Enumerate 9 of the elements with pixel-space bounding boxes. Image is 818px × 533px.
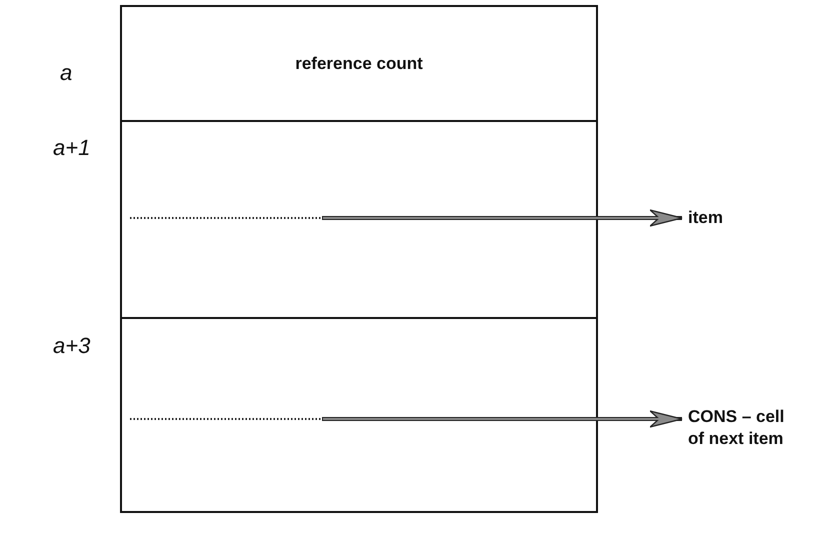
address-label: a+3 <box>53 333 90 359</box>
pointer-arrow <box>130 209 683 227</box>
memory-block <box>120 5 598 513</box>
address-label: a <box>60 60 72 86</box>
address-label: a+1 <box>53 135 90 161</box>
pointer-target-label: item <box>688 207 758 229</box>
cell-label: reference count <box>295 54 423 74</box>
pointer-arrow <box>130 410 683 428</box>
pointer-target-label: CONS – cell of next item <box>688 406 793 450</box>
